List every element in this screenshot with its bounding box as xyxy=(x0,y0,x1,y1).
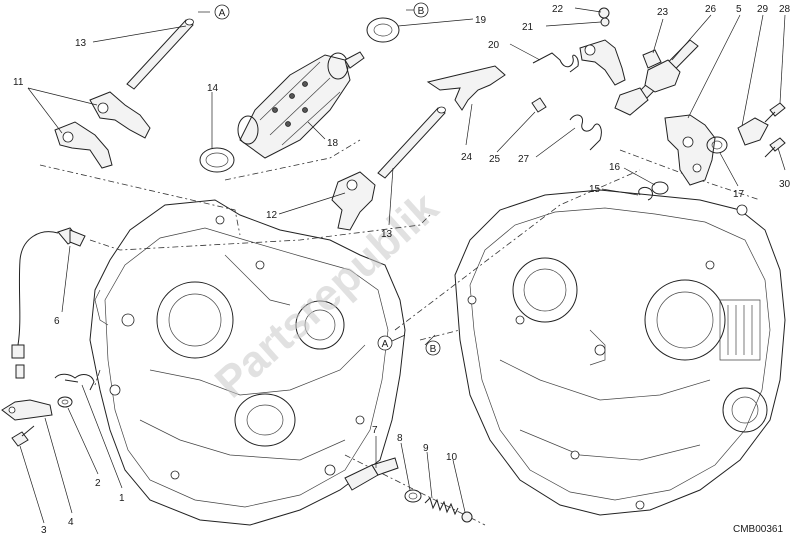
label-5: 5 xyxy=(736,4,742,15)
detent-lever xyxy=(579,39,626,86)
gear-sensor xyxy=(11,227,86,379)
label-25: 25 xyxy=(489,154,501,165)
label-14: 14 xyxy=(207,83,219,94)
ball-10 xyxy=(461,511,473,523)
ref-a-mid-label: A xyxy=(382,339,389,350)
label-4: 4 xyxy=(68,517,74,528)
label-13-upper: 13 xyxy=(75,38,87,49)
screw-30 xyxy=(764,137,786,158)
small-screw xyxy=(598,7,610,27)
bushing-23 xyxy=(642,49,662,69)
label-26: 26 xyxy=(705,4,717,15)
washer-2 xyxy=(57,396,73,408)
label-29: 29 xyxy=(757,4,769,15)
label-28: 28 xyxy=(779,4,791,15)
left-crankcase xyxy=(89,199,406,526)
ref-b-top-label: B xyxy=(418,6,425,17)
label-20: 20 xyxy=(488,40,500,51)
return-spring-27 xyxy=(569,114,602,151)
small-bush-25 xyxy=(531,97,547,113)
selector-rod-lower xyxy=(377,106,446,179)
spring-9 xyxy=(424,497,459,516)
spring-1 xyxy=(54,373,95,391)
leader-lines xyxy=(19,7,786,524)
gearshift-shaft xyxy=(614,39,699,116)
label-6: 6 xyxy=(54,316,60,327)
label-27: 27 xyxy=(518,154,530,165)
screw-3 xyxy=(11,425,35,447)
label-12: 12 xyxy=(266,210,278,221)
ref-b-top: B xyxy=(413,2,429,18)
ring-17 xyxy=(706,136,728,154)
washer-plate-29 xyxy=(737,117,769,146)
label-2: 2 xyxy=(95,478,101,489)
label-13-lower: 13 xyxy=(381,229,393,240)
right-crankcase xyxy=(454,189,786,516)
selector-drum xyxy=(237,51,365,159)
circlip-15 xyxy=(638,187,653,201)
label-24: 24 xyxy=(461,152,473,163)
label-10: 10 xyxy=(446,452,458,463)
drum-washer xyxy=(199,147,235,173)
label-18: 18 xyxy=(327,138,339,149)
label-1: 1 xyxy=(119,493,125,504)
drawing-code: CMB00361 xyxy=(733,524,783,535)
label-19: 19 xyxy=(475,15,487,26)
ref-a-mid: A xyxy=(377,335,393,351)
selector-lever xyxy=(426,65,506,111)
label-21: 21 xyxy=(522,22,534,33)
label-8: 8 xyxy=(397,433,403,444)
ref-b-mid-label: B xyxy=(430,344,437,355)
oil-seal xyxy=(366,17,400,43)
label-15: 15 xyxy=(589,184,601,195)
label-9: 9 xyxy=(423,443,429,454)
washer-16 xyxy=(651,181,669,195)
part-labels: 13 11 14 18 19 13 12 24 20 21 22 23 26 5… xyxy=(13,4,791,536)
detent-spring xyxy=(532,52,579,73)
screw-28 xyxy=(764,102,786,123)
selector-forks-left xyxy=(54,91,151,169)
label-17: 17 xyxy=(733,189,745,200)
label-30: 30 xyxy=(779,179,791,190)
selector-rod-upper xyxy=(126,18,194,90)
label-16: 16 xyxy=(609,162,621,173)
ref-a-top: A xyxy=(214,4,230,20)
selector-fork-center xyxy=(331,171,376,231)
label-11: 11 xyxy=(13,77,24,88)
ref-b-mid: B xyxy=(425,340,441,356)
label-7: 7 xyxy=(372,425,378,436)
selector-plate xyxy=(664,114,716,186)
bracket-4 xyxy=(1,399,53,421)
ref-a-top-label: A xyxy=(219,8,226,19)
label-23: 23 xyxy=(657,7,669,18)
washer-8 xyxy=(404,489,422,503)
label-22: 22 xyxy=(552,4,564,15)
pin-7 xyxy=(344,457,399,491)
label-3: 3 xyxy=(41,525,47,536)
